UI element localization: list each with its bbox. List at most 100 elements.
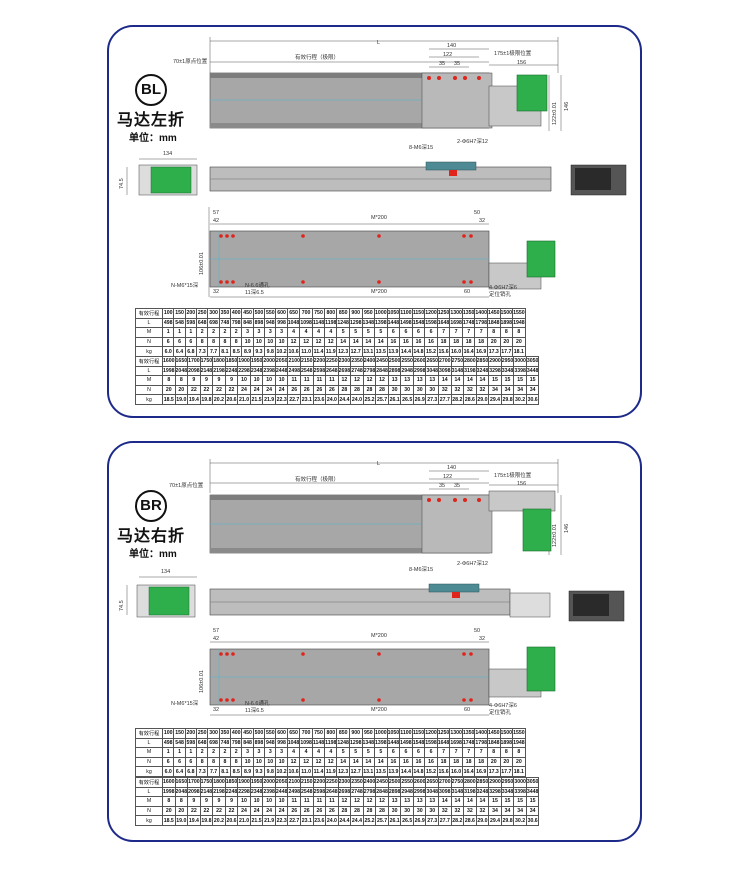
table-cell: 10 [237, 796, 251, 807]
table-cell: 28.6 [463, 394, 477, 405]
screw-hole-icon [219, 234, 473, 284]
table-cell: 22 [212, 384, 226, 396]
table-cell: 30 [387, 384, 402, 396]
table-cell: 16 [411, 336, 426, 348]
table-cell: 10 [262, 375, 276, 386]
dim-140: 140 [447, 465, 457, 471]
table-header-cell: 1850 [224, 356, 239, 367]
table-header-cell: 3050 [525, 777, 540, 788]
table-cell: 19.8 [199, 815, 214, 826]
table-header-cell: 1600 [162, 777, 176, 788]
table-cell: 22 [224, 384, 239, 396]
table-cell: 34 [513, 384, 527, 396]
table-cell: 1 [184, 747, 198, 758]
motor-icon [526, 240, 556, 278]
table-cell: 12.7 [348, 766, 363, 777]
table-cell: 26 [312, 805, 327, 817]
table-cell: 2698 [337, 365, 352, 377]
table-cell: 8 [230, 756, 243, 768]
table-cell: 34 [525, 384, 540, 396]
table-cell: 4 [299, 327, 313, 338]
panel-bl: BL 马达左折 单位：mm [107, 25, 642, 418]
table-cell: 1348 [361, 317, 376, 329]
table-cell: 8 [196, 336, 209, 348]
table-cell: 26 [287, 805, 301, 817]
table-cell: 8 [174, 375, 189, 386]
table-cell: 12 [337, 796, 352, 807]
table-cell: 9 [212, 375, 226, 386]
dim-m200-bottom: M*200 [371, 289, 387, 295]
table-header-cell: 400 [230, 308, 243, 319]
table-header-cell: 1250 [436, 728, 451, 739]
table-cell: 28 [375, 384, 389, 396]
row-label: N [135, 756, 163, 768]
table-header-label: 有效行程 [135, 308, 163, 319]
table-header-cell: 1750 [199, 356, 214, 367]
table-cell: 1798 [474, 317, 488, 329]
table-header-cell: 700 [299, 308, 313, 319]
table-cell: 26.5 [400, 394, 414, 405]
table-header-cell: 2850 [475, 777, 490, 788]
table-header-cell: 2750 [450, 356, 465, 367]
table-cell: 2798 [362, 365, 377, 377]
table-cell: 1048 [286, 737, 301, 749]
table-cell: 24.0 [325, 394, 339, 405]
table-cell: 10 [249, 375, 264, 386]
table-cell: 2698 [337, 786, 352, 798]
table-cell: 3 [252, 747, 266, 758]
table-cell: 18 [461, 756, 476, 768]
table-cell: 19.4 [187, 815, 201, 826]
table-cell: 12 [286, 336, 301, 348]
dim-134: 134 [163, 151, 173, 157]
table-cell: 22 [199, 384, 214, 396]
table-cell: 2248 [224, 786, 239, 798]
table-cell: 28 [362, 384, 377, 396]
table-header-cell: 2700 [438, 777, 452, 788]
table-cell: 28 [350, 805, 364, 817]
table-header-cell: 250 [196, 308, 209, 319]
table-cell: 21.9 [262, 394, 276, 405]
table-cell: 1848 [486, 317, 501, 329]
table-cell: 22.7 [287, 815, 301, 826]
dim-h146: 146 [564, 523, 570, 533]
table-cell: 5 [336, 747, 350, 758]
table-cell: 1598 [424, 317, 438, 329]
table-header-cell: 1650 [174, 356, 189, 367]
table-cell: 10 [275, 336, 288, 348]
table-header-cell: 1250 [436, 308, 451, 319]
table-cell: 2398 [262, 786, 276, 798]
table-cell: 8.9 [241, 766, 254, 777]
table-cell: 1248 [336, 317, 350, 329]
table-header-cell: 2850 [475, 356, 490, 367]
table-cell: 6.4 [173, 766, 186, 777]
table-header-cell: 2000 [262, 356, 276, 367]
table-cell: 6 [184, 756, 198, 768]
table-header-cell: 350 [218, 728, 232, 739]
table-cell: 34 [488, 384, 502, 396]
table-header-cell: 1500 [499, 308, 514, 319]
table-cell: 8 [207, 336, 220, 348]
table-cell: 28 [375, 805, 389, 817]
table-cell: 26 [325, 805, 339, 817]
table-header-cell: 600 [275, 308, 288, 319]
table-cell: 16.4 [461, 766, 476, 777]
dim-42: 42 [213, 218, 220, 224]
table-header-cell: 2150 [300, 777, 314, 788]
table-cell: 10 [237, 375, 251, 386]
table-header-cell: 2600 [412, 356, 427, 367]
table-cell: 10 [264, 336, 277, 348]
table-cell: 8 [162, 375, 176, 386]
table-cell: 21.5 [249, 815, 264, 826]
table-cell: 11.9 [324, 346, 338, 357]
table-cell: 3 [275, 327, 288, 338]
table-header-cell: 1700 [187, 777, 201, 788]
table-cell: 12 [299, 336, 313, 348]
table-cell: 748 [218, 737, 232, 749]
table-cell: 18 [474, 756, 488, 768]
